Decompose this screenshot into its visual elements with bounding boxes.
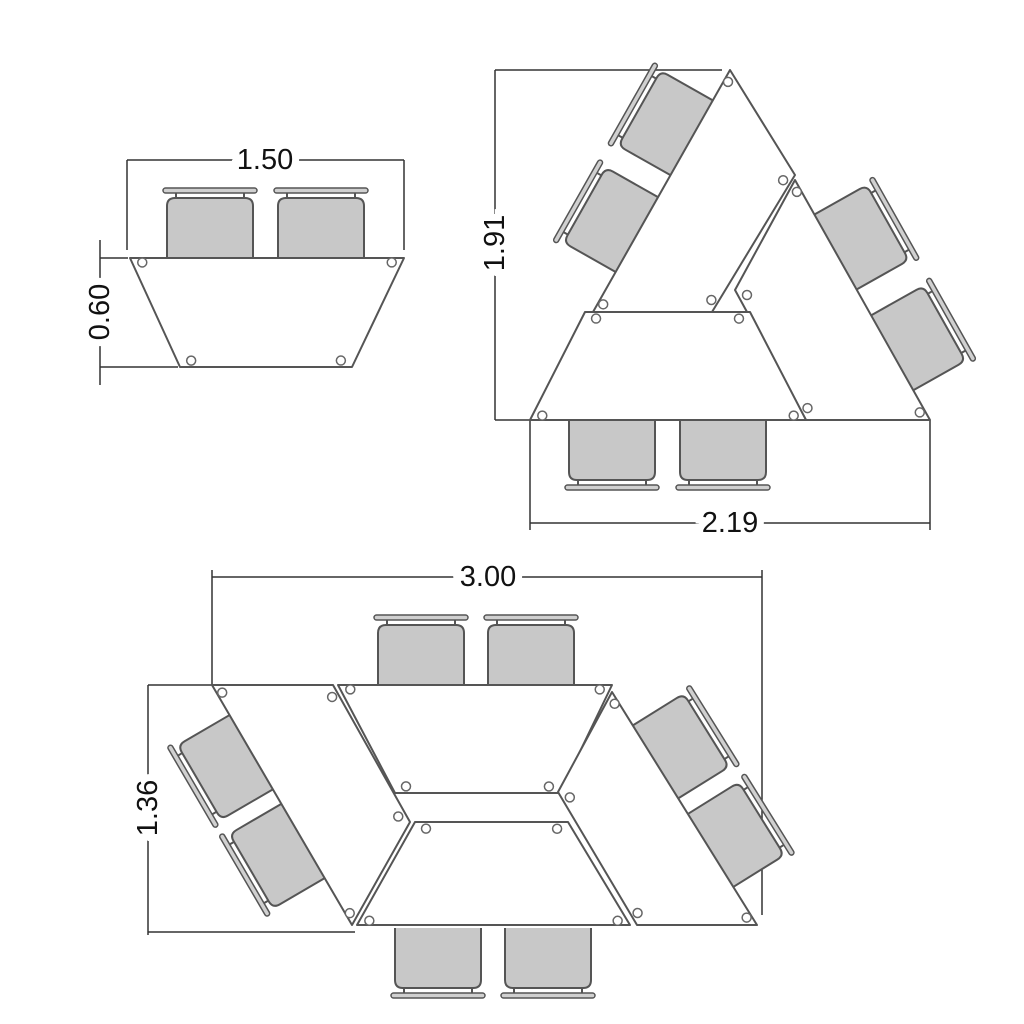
chair [273,187,369,258]
chair-backrest [162,187,258,194]
dim-label-hexagon-width: 3.00 [460,561,516,593]
chair-backrest [675,484,771,491]
chair [607,62,714,177]
table-leg-marker [364,915,375,926]
table-leg-marker [537,410,548,421]
table-leg-marker [400,781,412,792]
chair [390,928,486,999]
chair-seat [231,802,326,907]
chairs [162,62,977,999]
table-leg-marker [706,294,717,306]
chair-backrest [390,992,486,999]
table-top [356,821,631,926]
chair [167,714,274,828]
table-leg-marker [802,402,813,414]
chair-backrest [607,62,659,147]
table-leg-marker [590,313,602,324]
table-leg-marker [741,912,752,923]
chair-backrest [552,159,604,244]
table-leg-marker [597,299,609,310]
chair-backrest [219,833,271,917]
table-leg-marker [609,698,620,710]
chair-backrest [167,744,219,828]
table-leg-marker [741,289,753,301]
table-top [129,257,405,368]
chair [552,159,659,273]
chair-seat [619,72,714,177]
chair [483,614,579,685]
table-leg-marker [137,257,148,268]
dim-label-single-depth: 0.60 [84,284,116,340]
chair-seat [277,197,365,258]
chair-backrest [925,277,977,362]
chair [564,420,660,491]
chair [813,176,920,291]
dimension-labels: 1.50 0.60 1.91 2.19 3.00 1.36 [77,137,765,843]
tables [129,69,931,927]
chair-backrest [273,187,369,194]
table-leg-marker [393,811,404,822]
chair [162,187,258,258]
table-leg-marker [420,823,432,834]
chair-backrest [741,773,795,856]
dim-label-hexagon-depth: 1.36 [132,780,164,836]
chair-seat [870,287,965,392]
chair-backrest [373,614,469,621]
chair-seat [504,928,592,989]
chair [687,773,795,888]
chair [675,420,771,491]
table-leg-marker [594,684,605,695]
chair-backrest [869,176,920,261]
chair-seat [487,624,575,685]
chair [500,928,596,999]
table-leg-marker [543,781,555,792]
table-leg-marker [777,174,789,186]
chair-seat [166,197,254,258]
table-leg-marker [914,407,926,418]
chair-backrest [686,685,740,768]
table-leg-marker [788,410,799,421]
chair-backrest [500,992,596,999]
table-leg-marker [185,355,197,366]
chair-seat [377,624,465,685]
table-leg-marker [564,792,576,803]
chair-seat [394,928,482,989]
table-leg-marker [345,684,356,695]
table-leg-marker [335,355,347,366]
chair-backrest [564,484,660,491]
dim-label-triangle-width: 2.19 [702,507,758,539]
table-leg-marker [386,257,397,268]
table-leg-marker [326,691,338,703]
chair-seat [679,420,767,481]
table-leg-marker [733,313,745,324]
chair [219,802,326,917]
chair-seat [813,186,908,291]
chair-backrest [483,614,579,621]
dimension-lines [99,69,931,935]
chair [373,614,469,685]
chair-seat [568,420,656,481]
table-top [529,311,807,421]
chair [870,277,977,392]
table-top [557,691,758,926]
chair-seat [179,714,274,819]
chair-seat [564,169,659,273]
table-leg-marker [632,907,643,919]
chair-seat [632,695,728,800]
table-leg-marker [216,687,228,698]
table-top [211,684,411,926]
table-leg-marker [791,186,803,198]
table-leg-marker [344,907,355,919]
dim-label-single-width: 1.50 [237,144,293,176]
chair [632,685,740,800]
chair-seat [687,783,783,888]
table-leg-marker [551,823,563,835]
table-leg-marker [722,76,734,88]
table-leg-marker [612,915,623,927]
dim-label-triangle-height: 1.91 [479,215,511,271]
